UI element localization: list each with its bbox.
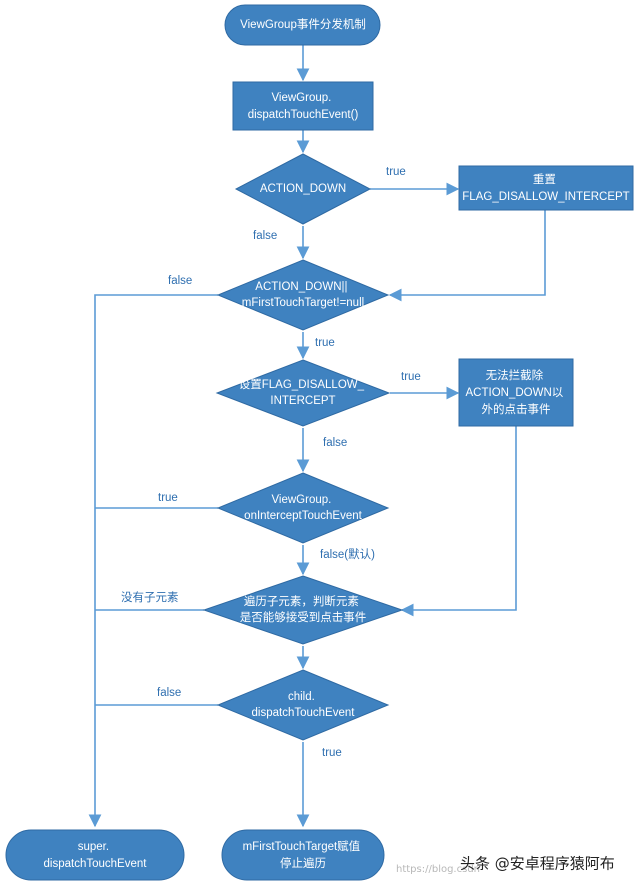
dispatch-line-1: ViewGroup.: [271, 92, 331, 104]
reset-flag-node: 重置 FLAG_DISALLOW_INTERCEPT: [458, 165, 634, 211]
label-target-true: true: [315, 337, 335, 349]
label-target-false: false: [168, 275, 192, 287]
label-isdown-true: true: [386, 166, 406, 178]
down-or-target-line-1: ACTION_DOWN||: [255, 281, 347, 293]
set-disallow-line-2: INTERCEPT: [270, 395, 335, 407]
super-line-1: super.: [78, 841, 109, 853]
label-disallow-true: true: [401, 371, 421, 383]
assign-target-node: mFirstTouchTarget赋值 停止遍历: [221, 829, 385, 881]
edges: [88, 45, 546, 828]
is-action-down-decision: ACTION_DOWN: [234, 153, 372, 225]
label-no-children: 没有子元素: [121, 590, 179, 604]
cannot-intercept-text: 无法拦截除 ACTION_DOWN以 外的点击事件: [466, 368, 567, 416]
super-line-2: dispatchTouchEvent: [44, 858, 148, 870]
watermark-text: https://blog.csdn: [396, 864, 480, 875]
is-down-line-1: ACTION_DOWN: [260, 183, 346, 195]
down-or-target-decision: ACTION_DOWN|| mFirstTouchTarget!=null: [216, 259, 390, 331]
label-child-false: false: [157, 687, 181, 699]
child-dispatch-line-1: child.: [288, 691, 315, 703]
label-isdown-false: false: [253, 230, 277, 242]
reset-line-2: FLAG_DISALLOW_INTERCEPT: [462, 191, 629, 203]
down-or-target-text: ACTION_DOWN|| mFirstTouchTarget!=null: [242, 281, 364, 309]
dispatch-line-2: dispatchTouchEvent(): [248, 109, 359, 121]
cannot-intercept-line-2: ACTION_DOWN以: [466, 386, 564, 399]
traverse-children-decision: 遍历子元素，判断元素 是否能够接受到点击事件: [202, 575, 404, 645]
down-or-target-line-2: mFirstTouchTarget!=null: [242, 297, 364, 309]
set-disallow-text: 设置FLAG_DISALLOW_ INTERCEPT: [239, 378, 367, 407]
start-node-text: ViewGroup事件分发机制: [240, 17, 366, 31]
start-node: ViewGroup事件分发机制: [224, 4, 381, 46]
set-disallow-decision: 设置FLAG_DISALLOW_ INTERCEPT: [215, 359, 391, 427]
edge-cannot-traverse: [400, 426, 517, 617]
traverse-line-2: 是否能够接受到点击事件: [240, 610, 367, 624]
label-intercept-false: false(默认): [320, 548, 375, 561]
label-child-true: true: [322, 747, 342, 759]
dispatch-node-text: ViewGroup. dispatchTouchEvent(): [248, 92, 359, 121]
on-intercept-line-2: onInterceptTouchEvent: [244, 510, 362, 522]
reset-flag-text: 重置 FLAG_DISALLOW_INTERCEPT: [462, 172, 629, 203]
cannot-intercept-line-1: 无法拦截除: [486, 368, 544, 382]
start-line-1: ViewGroup事件分发机制: [240, 17, 366, 31]
reset-line-1: 重置: [533, 172, 556, 186]
edge-reset-target: [388, 210, 546, 302]
traverse-text: 遍历子元素，判断元素 是否能够接受到点击事件: [240, 594, 367, 624]
traverse-line-1: 遍历子元素，判断元素: [244, 594, 359, 608]
dispatch-node: ViewGroup. dispatchTouchEvent(): [232, 81, 374, 131]
on-intercept-line-1: ViewGroup.: [271, 494, 331, 506]
child-dispatch-text: child. dispatchTouchEvent: [252, 691, 356, 719]
edge-target-super: [88, 294, 218, 828]
assign-line-1: mFirstTouchTarget赋值: [243, 840, 361, 853]
on-intercept-text: ViewGroup. onInterceptTouchEvent: [244, 494, 362, 522]
set-disallow-line-1: 设置FLAG_DISALLOW_: [239, 378, 365, 391]
label-intercept-true: true: [158, 492, 178, 504]
child-dispatch-decision: child. dispatchTouchEvent: [216, 669, 390, 741]
is-action-down-text: ACTION_DOWN: [260, 183, 346, 195]
edge-labels: true false false true true false true fa…: [121, 166, 421, 759]
cannot-intercept-line-3: 外的点击事件: [482, 402, 551, 416]
super-dispatch-node: super. dispatchTouchEvent: [5, 829, 185, 881]
super-dispatch-text: super. dispatchTouchEvent: [44, 841, 148, 870]
credit-text: 头条 @安卓程序猿阿布: [460, 855, 615, 873]
child-dispatch-line-2: dispatchTouchEvent: [252, 707, 356, 719]
on-intercept-decision: ViewGroup. onInterceptTouchEvent: [216, 472, 390, 544]
label-disallow-false: false: [323, 437, 347, 449]
cannot-intercept-node: 无法拦截除 ACTION_DOWN以 外的点击事件: [458, 358, 574, 427]
assign-target-text: mFirstTouchTarget赋值 停止遍历: [243, 840, 364, 870]
assign-line-2: 停止遍历: [280, 856, 326, 870]
